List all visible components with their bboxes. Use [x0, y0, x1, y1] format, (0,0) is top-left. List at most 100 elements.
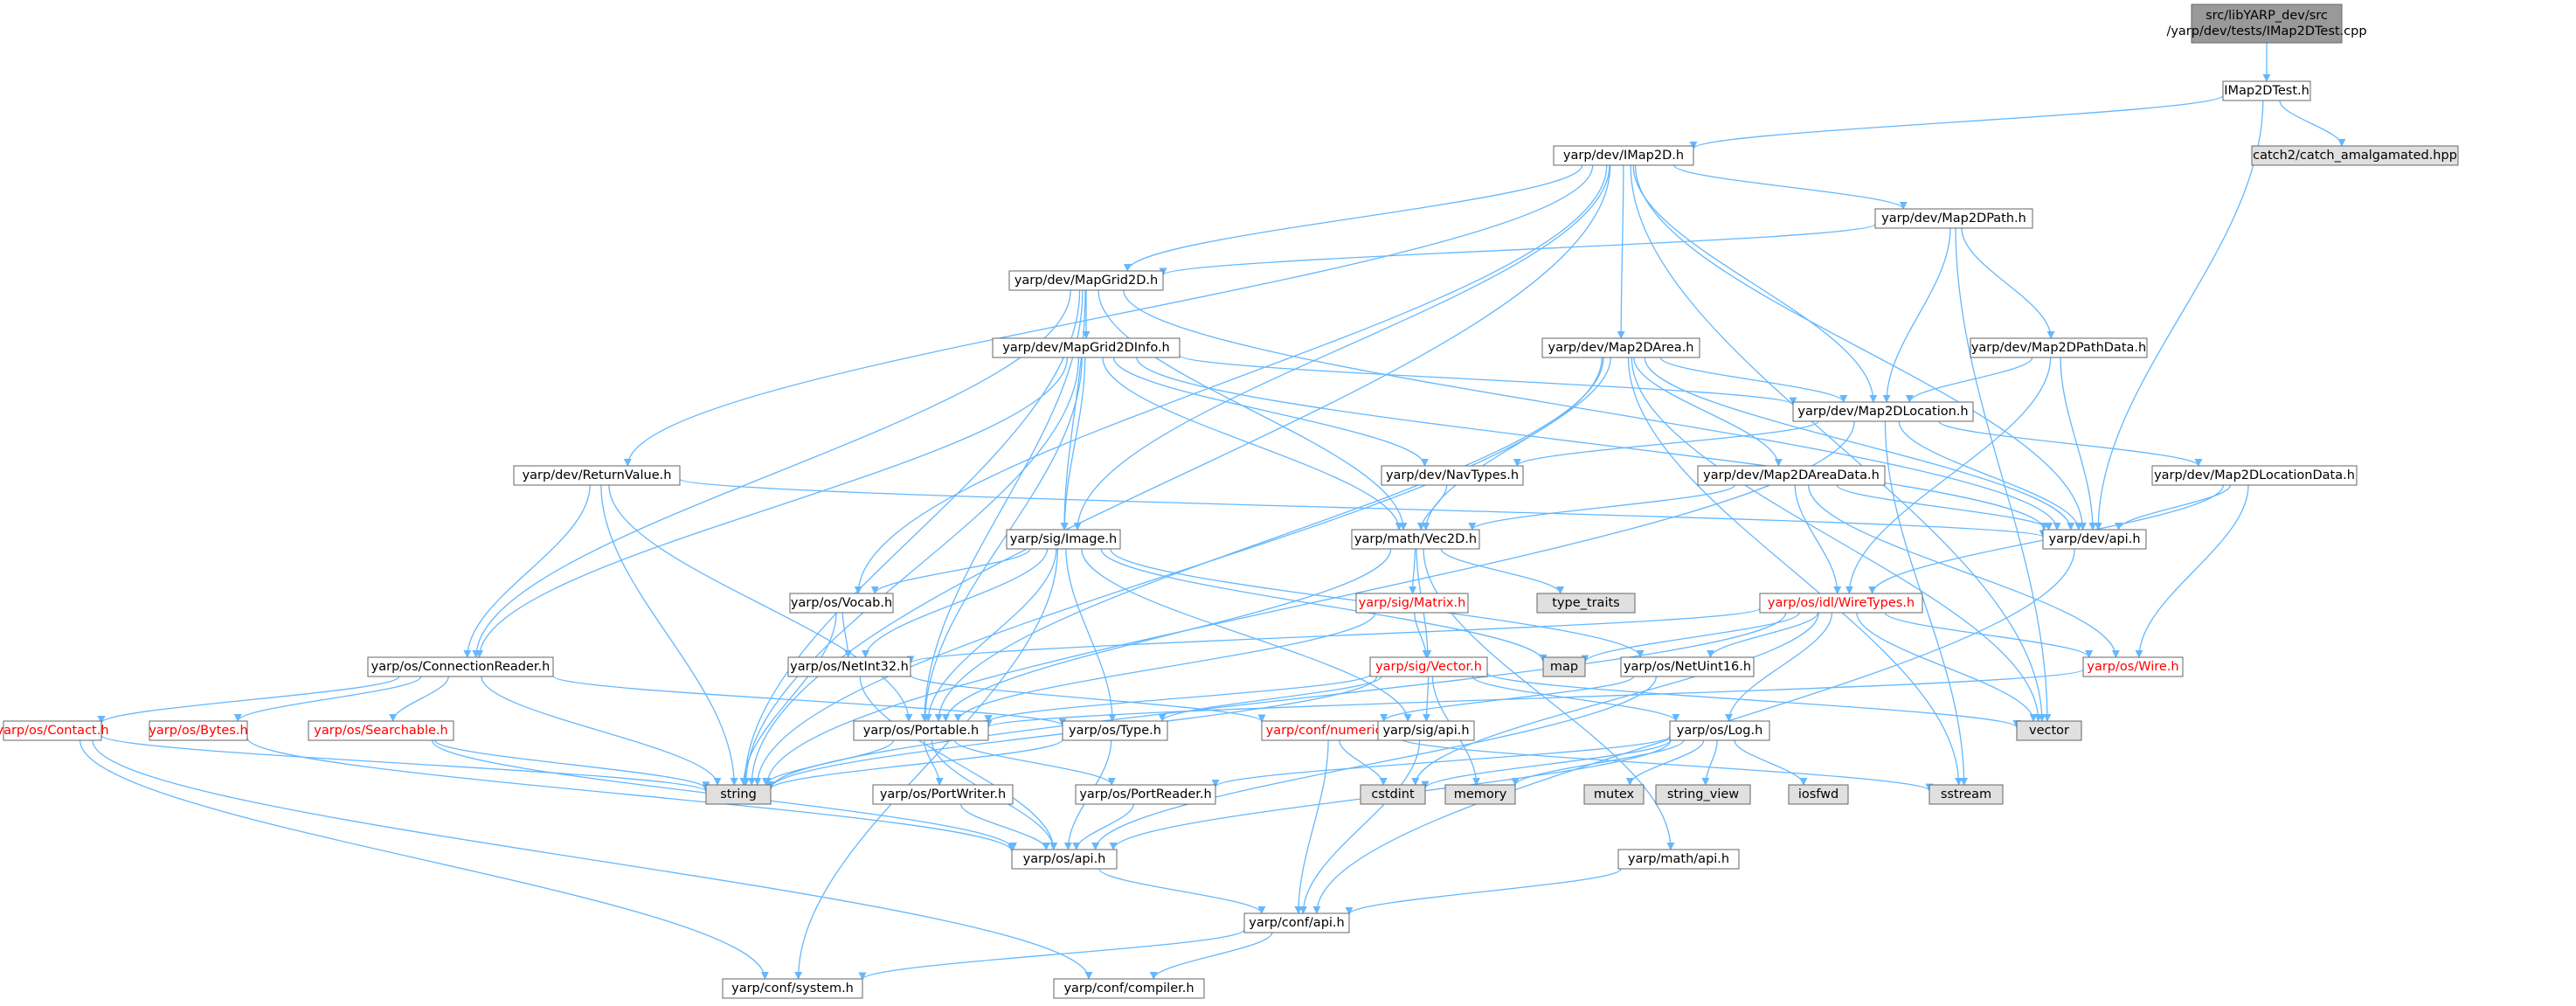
edge-imap2d-to-vector [1630, 164, 2046, 722]
edge-portable-to-portreader [954, 739, 1116, 786]
node-cstdint[interactable]: cstdint [1360, 784, 1426, 805]
node-portreader[interactable]: yarp/os/PortReader.h [1075, 784, 1216, 805]
node-label: yarp/dev/api.h [2048, 532, 2140, 546]
node-label: yarp/os/Type.h [1069, 724, 1161, 738]
node-portable[interactable]: yarp/os/Portable.h [853, 720, 989, 741]
node-map2dpath[interactable]: yarp/dev/Map2DPath.h [1874, 208, 2033, 229]
node-box [2222, 80, 2311, 101]
node-confapi[interactable]: yarp/conf/api.h [1243, 912, 1350, 933]
node-box [1011, 849, 1118, 870]
node-wiretypes[interactable]: yarp/os/idl/WireTypes.h [1759, 593, 1923, 614]
node-memory[interactable]: memory [1444, 784, 1516, 805]
edge-map2dpath-to-map2dpathdata [1961, 227, 2055, 339]
edge-vector_h-to-log [1472, 676, 1680, 722]
node-mapgrid2d[interactable]: yarp/dev/MapGrid2D.h [1008, 270, 1164, 291]
node-netint32[interactable]: yarp/os/NetInt32.h [787, 656, 911, 677]
node-osapi[interactable]: yarp/os/api.h [1011, 849, 1118, 870]
node-string[interactable]: string [705, 784, 772, 805]
node-label: yarp/os/Portable.h [863, 724, 979, 738]
edge-map2dpathdata-to-devapi [2060, 357, 2097, 531]
edge-image-to-type_h [1065, 548, 1117, 722]
edge-vec2d-to-typetraits [1440, 548, 1565, 594]
node-box [1075, 784, 1216, 805]
node-navtypes[interactable]: yarp/dev/NavTypes.h [1381, 465, 1524, 486]
edge-bytes-to-osapi [246, 738, 1016, 853]
edge-map2dpath-to-map2dlocation [1882, 227, 1951, 403]
edge-map2dareadata-to-wire [1807, 484, 2120, 658]
node-vocab[interactable]: yarp/os/Vocab.h [789, 593, 894, 614]
node-root[interactable]: src/libYARP_dev/src/yarp/dev/tests/IMap2… [2166, 3, 2367, 44]
node-label: yarp/os/ConnectionReader.h [371, 660, 551, 674]
edge-vector_h-to-type_h [1158, 676, 1382, 722]
edge-matrix-to-vector_h [1414, 612, 1430, 658]
edge-type_h-to-string [766, 739, 1063, 790]
edge-map2dlocationdata-to-devapi [2115, 484, 2232, 531]
node-searchable[interactable]: yarp/os/Searchable.h [308, 720, 454, 741]
node-map2dlocationdata[interactable]: yarp/dev/Map2DLocationData.h [2151, 465, 2358, 486]
node-mathapi[interactable]: yarp/math/api.h [1617, 849, 1740, 870]
node-devapi[interactable]: yarp/dev/api.h [2042, 529, 2147, 550]
edge-log-to-portreader [1211, 735, 1671, 788]
node-label: yarp/dev/NavTypes.h [1386, 468, 1519, 482]
node-portwriter[interactable]: yarp/os/PortWriter.h [872, 784, 1014, 805]
node-catch2[interactable]: catch2/catch_amalgamated.hpp [2251, 145, 2459, 166]
node-image[interactable]: yarp/sig/Image.h [1006, 529, 1121, 550]
node-map[interactable]: map [1542, 656, 1586, 677]
node-bytes[interactable]: yarp/os/Bytes.h [149, 720, 248, 741]
node-system[interactable]: yarp/conf/system.h [722, 978, 863, 999]
node-map2dareadata[interactable]: yarp/dev/Map2DAreaData.h [1697, 465, 1886, 486]
edge-map2darea-to-map2dlocation [1659, 357, 1848, 403]
edge-searchable-to-string [433, 739, 710, 790]
node-box [1536, 593, 1636, 614]
node-box [513, 465, 681, 486]
node-box [1620, 656, 1755, 677]
node-sstream[interactable]: sstream [1929, 784, 2004, 805]
node-box [2082, 656, 2184, 677]
node-stringview[interactable]: string_view [1655, 784, 1751, 805]
node-box [1381, 465, 1524, 486]
edge-mapgrid2d-to-devapi [1123, 289, 2061, 531]
node-vec2d[interactable]: yarp/math/Vec2D.h [1351, 529, 1480, 550]
edge-mapgrid2d-to-image [1060, 289, 1086, 531]
edge-map2dareadata-to-wiretypes [1794, 484, 1842, 594]
node-compiler[interactable]: yarp/conf/compiler.h [1053, 978, 1205, 999]
edge-connreader-to-type_h [552, 675, 1067, 727]
edge-portable-to-string [762, 739, 895, 786]
node-imap2d[interactable]: yarp/dev/IMap2D.h [1553, 145, 1694, 166]
node-log[interactable]: yarp/os/Log.h [1669, 720, 1770, 741]
node-contact[interactable]: yarp/os/Contact.h [0, 720, 109, 741]
node-numeric[interactable]: yarp/conf/numeric.h [1261, 720, 1399, 741]
node-imap2dtest[interactable]: IMap2DTest.h [2222, 80, 2311, 101]
node-sigapi[interactable]: yarp/sig/api.h [1377, 720, 1475, 741]
node-box [2151, 465, 2358, 486]
edge-map2dpathdata-to-map2dlocation [1905, 357, 2033, 403]
node-iosfwd[interactable]: iosfwd [1788, 784, 1849, 805]
node-connreader[interactable]: yarp/os/ConnectionReader.h [367, 656, 554, 677]
node-box [1444, 784, 1516, 805]
node-box [2251, 145, 2459, 166]
node-map2dpathdata[interactable]: yarp/dev/Map2DPathData.h [1970, 337, 2148, 358]
node-vector_h[interactable]: yarp/sig/Vector.h [1369, 656, 1488, 677]
node-returnvalue[interactable]: yarp/dev/ReturnValue.h [513, 465, 681, 486]
edge-contact-to-string [100, 734, 710, 793]
node-box [2016, 720, 2082, 741]
node-box [2191, 3, 2343, 44]
node-netuint16[interactable]: yarp/os/NetUint16.h [1620, 656, 1755, 677]
node-box [1360, 784, 1426, 805]
node-wire[interactable]: yarp/os/Wire.h [2082, 656, 2184, 677]
node-map2dlocation[interactable]: yarp/dev/Map2DLocation.h [1792, 401, 1974, 422]
node-mapgrid2dinfo[interactable]: yarp/dev/MapGrid2DInfo.h [992, 337, 1181, 358]
edge-navtypes-to-vec2d [1416, 484, 1448, 531]
edge-portreader-to-osapi [1072, 803, 1134, 850]
node-mutex[interactable]: mutex [1583, 784, 1645, 805]
node-matrix[interactable]: yarp/sig/Matrix.h [1355, 593, 1469, 614]
node-label: /yarp/dev/tests/IMap2DTest.cpp [2166, 24, 2366, 38]
node-typetraits[interactable]: type_traits [1536, 593, 1636, 614]
edge-map2dpath-to-vector [1955, 227, 2052, 722]
node-map2darea[interactable]: yarp/dev/Map2DArea.h [1541, 337, 1700, 358]
node-type_h[interactable]: yarp/os/Type.h [1062, 720, 1168, 741]
node-box [1617, 849, 1740, 870]
node-box [1243, 912, 1350, 933]
node-vector[interactable]: vector [2016, 720, 2082, 741]
